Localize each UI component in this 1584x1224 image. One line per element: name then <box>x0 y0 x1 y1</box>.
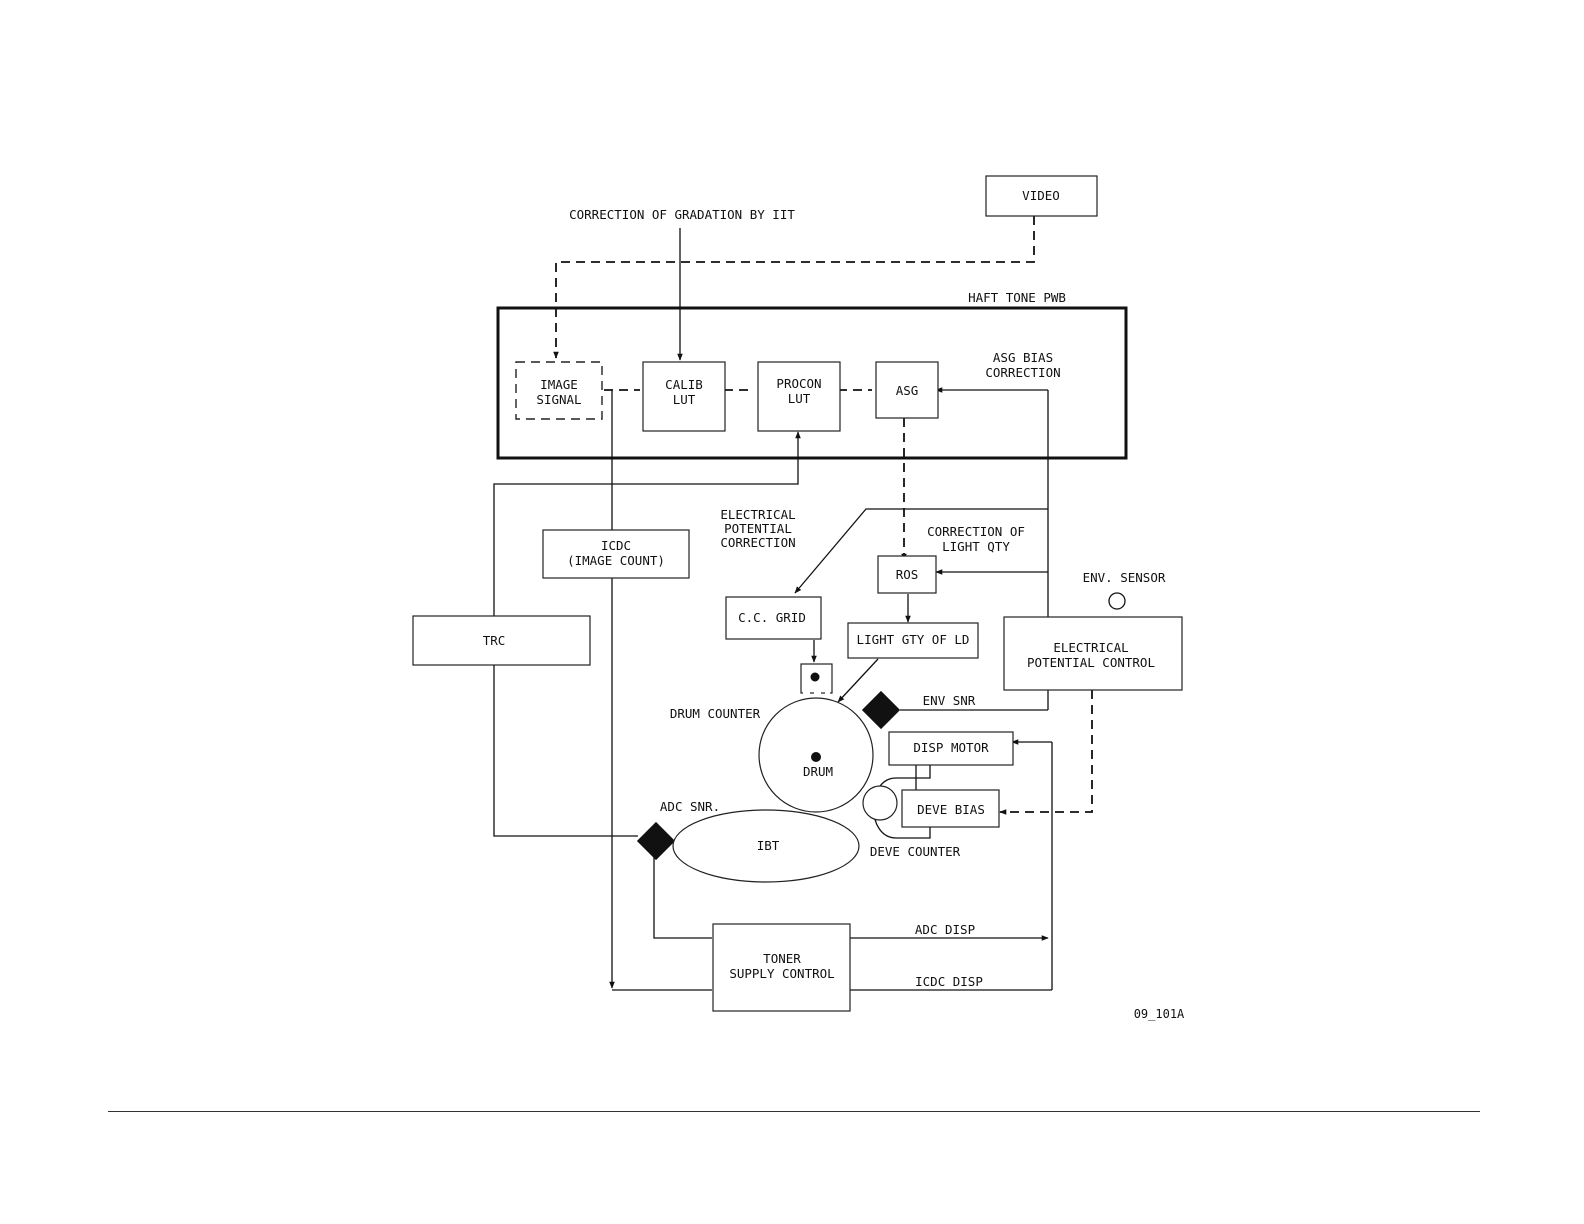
figure-id: 09_101A <box>1134 1007 1185 1021</box>
connector-trunk-ccgrid <box>794 508 1048 594</box>
charger-dot <box>810 672 820 682</box>
image-signal-label-2: SIGNAL <box>536 392 581 407</box>
asg-bias-correction-label-1: ASG BIAS <box>993 350 1053 365</box>
calib-lut-label-2: LUT <box>673 392 696 407</box>
calib-lut-box <box>642 361 726 432</box>
halftone-pwb-label: HAFT TONE PWB <box>968 290 1066 305</box>
trc-label: TRC <box>483 633 506 648</box>
image-signal-box <box>515 361 603 420</box>
ibt-label: IBT <box>757 838 780 853</box>
env-snr-label: ENV SNR <box>923 693 976 708</box>
icdc-label-2: (IMAGE COUNT) <box>567 553 665 568</box>
icdc-disp-label: ICDC DISP <box>915 974 983 989</box>
drum-center-dot <box>811 752 821 762</box>
env-sensor-label: ENV. SENSOR <box>1083 570 1166 585</box>
gradation-correction-label: CORRECTION OF GRADATION BY IIT <box>569 207 795 222</box>
deve-counter-label: DEVE COUNTER <box>870 844 961 859</box>
procon-lut-box <box>757 361 841 432</box>
footer-rule <box>108 1111 1480 1112</box>
connector-adcsnr-trc <box>493 665 638 837</box>
connector-video-image-signal <box>553 216 1035 359</box>
ibt-ellipse <box>672 809 860 883</box>
asg-label: ASG <box>896 383 919 398</box>
connector-trc-procon <box>493 431 801 616</box>
drum-counter-label: DRUM COUNTER <box>670 706 761 721</box>
procon-lut-label-2: LUT <box>788 391 811 406</box>
disp-motor-label: DISP MOTOR <box>913 740 989 755</box>
adc-snr-diamond <box>636 821 676 861</box>
asg-bias-correction-label-2: CORRECTION <box>985 365 1060 380</box>
adc-snr-label: ADC SNR. <box>660 799 720 814</box>
procon-lut-label-1: PROCON <box>776 376 821 391</box>
developer-roll <box>862 785 898 821</box>
ros-box <box>877 555 937 594</box>
connector-epc-devebias <box>999 690 1093 815</box>
connector-adcsnr-toner <box>653 852 712 939</box>
toner-supply-label-2: SUPPLY CONTROL <box>729 966 834 981</box>
video-label: VIDEO <box>1022 188 1060 203</box>
ep-control-label-2: POTENTIAL CONTROL <box>1027 655 1155 670</box>
light-qty-correction-label-2: LIGHT QTY <box>942 539 1010 554</box>
ep-correction-label-2: POTENTIAL <box>724 521 792 536</box>
calib-lut-label-1: CALIB <box>665 377 703 392</box>
halftone-pwb-frame <box>496 306 1128 460</box>
asg-box <box>875 361 939 419</box>
cc-grid-box <box>725 596 822 640</box>
env-sensor-circle <box>1108 592 1126 610</box>
cc-grid-label: C.C. GRID <box>738 610 806 625</box>
image-signal-label-1: IMAGE <box>540 377 578 392</box>
adc-disp-label: ADC DISP <box>915 922 975 937</box>
disp-motor-box <box>888 731 1014 766</box>
toner-supply-box <box>712 923 851 1012</box>
ros-label: ROS <box>896 567 919 582</box>
light-qty-ld-box <box>847 622 979 659</box>
ep-correction-label-3: CORRECTION <box>720 535 795 550</box>
light-qty-ld-label: LIGHT GTY OF LD <box>857 632 970 647</box>
drum-label: DRUM <box>803 764 833 779</box>
deve-bias-box <box>901 789 1000 828</box>
icdc-box <box>542 529 690 579</box>
ep-control-label-1: ELECTRICAL <box>1053 640 1128 655</box>
ep-control-box <box>1003 616 1183 691</box>
toner-supply-label-1: TONER <box>763 951 801 966</box>
trc-box <box>412 615 591 666</box>
env-snr-diamond <box>861 690 901 730</box>
ep-correction-label-1: ELECTRICAL <box>720 507 795 522</box>
deve-bias-label: DEVE BIAS <box>917 802 985 817</box>
light-qty-correction-label-1: CORRECTION OF <box>927 524 1025 539</box>
icdc-label-1: ICDC <box>601 538 631 553</box>
video-box <box>985 175 1098 217</box>
connector-ld-drum <box>837 658 879 703</box>
